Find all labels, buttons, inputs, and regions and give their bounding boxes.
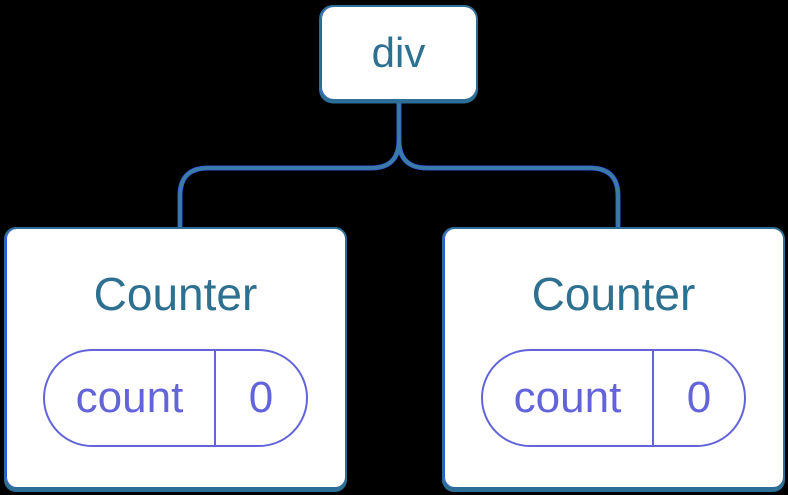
counter-title: Counter [93, 268, 258, 320]
root-node-label: div [371, 29, 426, 76]
state-key: count [45, 351, 216, 445]
counter-title: Counter [531, 268, 696, 320]
state-value: 0 [248, 373, 274, 422]
state-pill: count 0 [481, 349, 746, 447]
counter-node-left: Counter count 0 [4, 227, 347, 489]
counter-node-right: Counter count 0 [442, 227, 785, 489]
state-pill: count 0 [43, 349, 308, 447]
root-node-div: div [319, 5, 478, 101]
connector-main-path [178, 101, 620, 228]
state-key: count [483, 351, 654, 445]
connector-halo-path [177, 101, 621, 228]
state-value: 0 [686, 373, 712, 422]
